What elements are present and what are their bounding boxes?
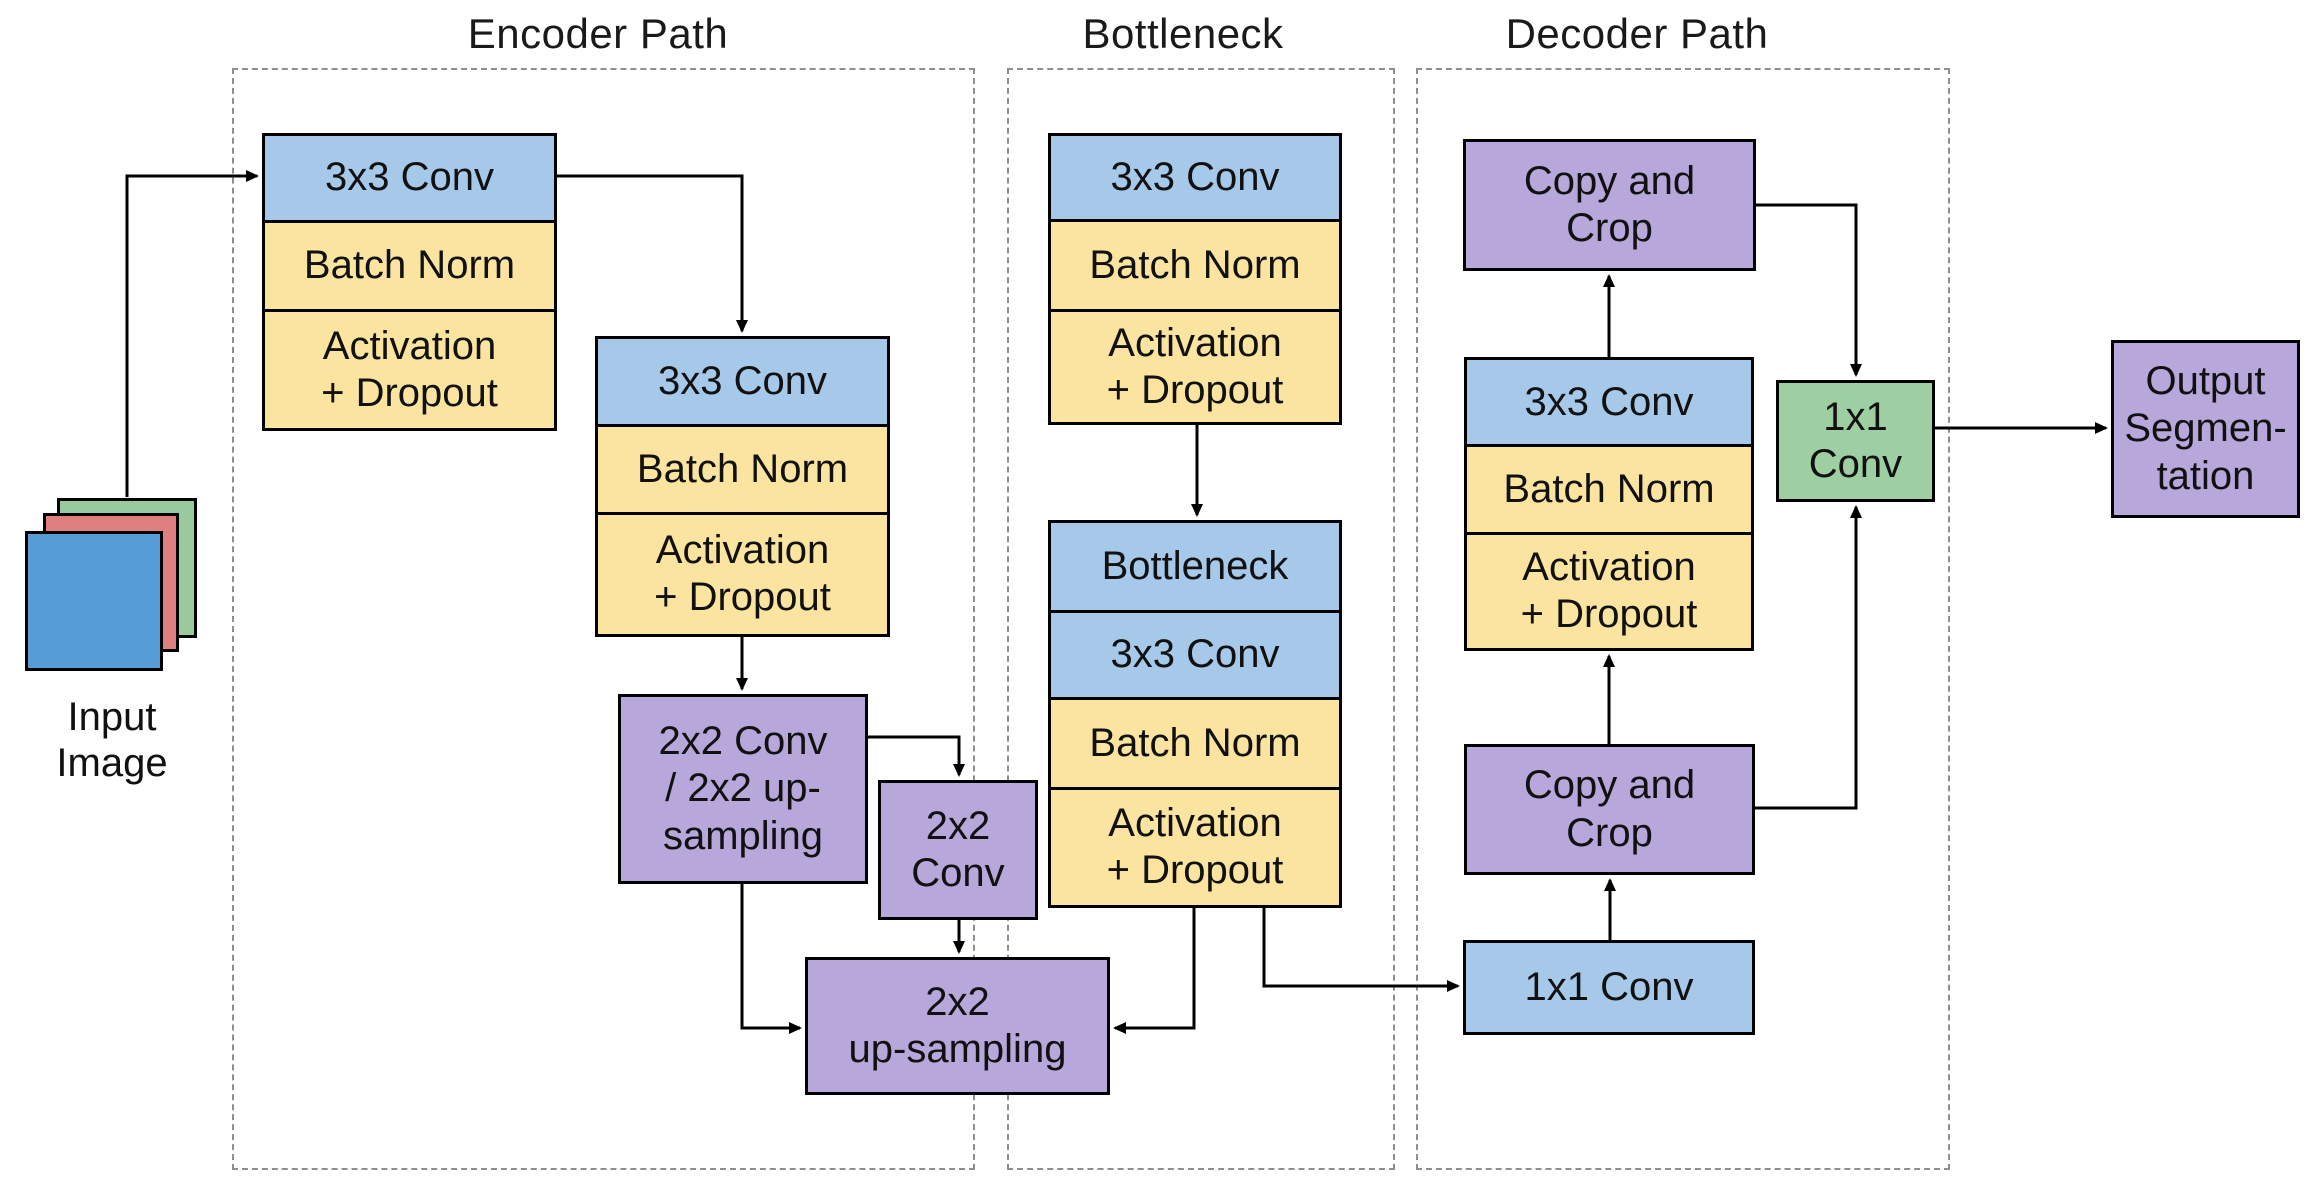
decoder-block: 3x3 Conv Batch Norm Activation + Dropout (1464, 357, 1754, 651)
conv-row: 3x3 Conv (1467, 360, 1751, 445)
input-image-channel-blue (25, 531, 163, 671)
activation-row: Activation + Dropout (265, 308, 554, 428)
activation-row: Activation + Dropout (1467, 531, 1751, 648)
batchnorm-row: Batch Norm (598, 424, 887, 512)
copy-and-crop-bottom-box: Copy and Crop (1464, 744, 1755, 875)
batchnorm-row: Batch Norm (1051, 697, 1339, 787)
bottleneck-title: Bottleneck (1082, 10, 1284, 57)
conv-row: 3x3 Conv (1051, 609, 1339, 698)
batchnorm-row: Batch Norm (265, 219, 554, 309)
encoder-pool-box: 2x2 Conv / 2x2 up- sampling (618, 694, 868, 884)
final-conv1x1-box: 1x1 Conv (1776, 380, 1935, 502)
batchnorm-row: Batch Norm (1051, 219, 1339, 309)
upsampling-box: 2x2 up-sampling (805, 957, 1110, 1095)
encoder-block-2: 3x3 Conv Batch Norm Activation + Dropout (595, 336, 890, 637)
copy-and-crop-top-box: Copy and Crop (1463, 139, 1756, 271)
conv2x2-box: 2x2 Conv (878, 780, 1038, 920)
output-segmentation-box: Output Segmen- tation (2111, 340, 2300, 518)
encoder-block-1: 3x3 Conv Batch Norm Activation + Dropout (262, 133, 557, 431)
input-image-label: Input Image (56, 695, 168, 785)
conv-row: 3x3 Conv (1051, 136, 1339, 220)
decoder-region-outline (1416, 68, 1950, 1170)
bottleneck-region-outline (1007, 68, 1395, 1170)
conv-row: 3x3 Conv (265, 136, 554, 220)
activation-row: Activation + Dropout (1051, 786, 1339, 905)
batchnorm-row: Batch Norm (1467, 444, 1751, 532)
encoder-region-outline (232, 68, 975, 1170)
bottleneck-block-2: Bottleneck 3x3 Conv Batch Norm Activatio… (1048, 520, 1342, 908)
activation-row: Activation + Dropout (1051, 308, 1339, 422)
conv-row: 3x3 Conv (598, 339, 887, 425)
decoder-path-title: Decoder Path (1505, 10, 1769, 57)
decoder-conv1x1-box: 1x1 Conv (1463, 940, 1755, 1035)
activation-row: Activation + Dropout (598, 511, 887, 634)
encoder-path-title: Encoder Path (467, 10, 729, 57)
bottleneck-row: Bottleneck (1051, 523, 1339, 610)
bottleneck-block-1: 3x3 Conv Batch Norm Activation + Dropout (1048, 133, 1342, 425)
